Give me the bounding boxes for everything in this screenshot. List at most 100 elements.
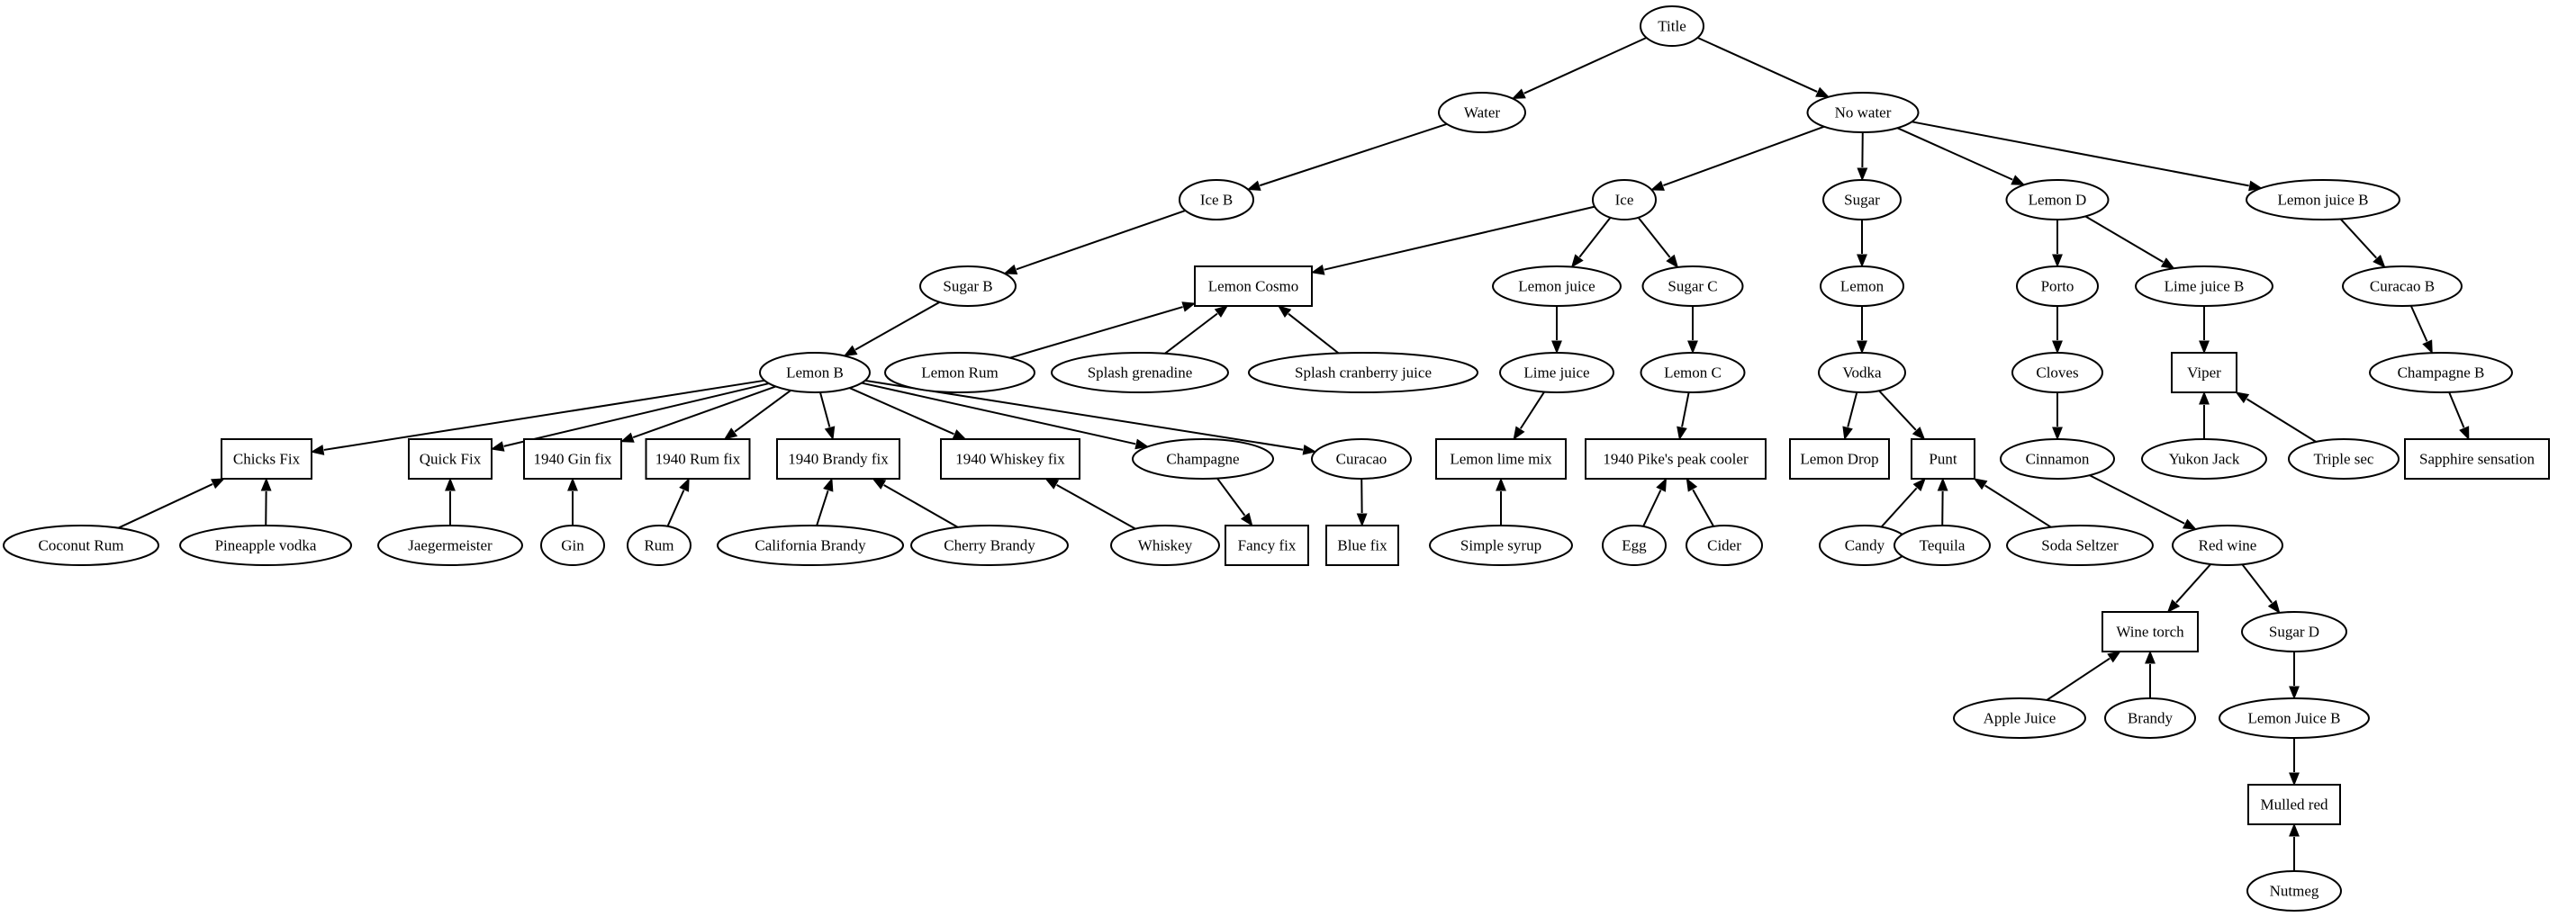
arrow-head-icon xyxy=(1815,86,1830,98)
node-label: Lemon Rum xyxy=(921,364,998,382)
arrow-head-icon xyxy=(843,345,858,357)
edge-line xyxy=(816,490,829,526)
node-label: Sugar B xyxy=(943,278,992,295)
arrow-head-icon xyxy=(2052,340,2063,355)
node-label: Coconut Rum xyxy=(39,537,124,554)
arrow-head-icon xyxy=(1551,340,1562,355)
edge-whiskey-to-whiskey_fix xyxy=(1044,478,1136,530)
node-label: Mulled red xyxy=(2260,796,2328,814)
node-label: Egg xyxy=(1622,537,1647,554)
node-ellipse xyxy=(1499,352,1614,393)
arrow-head-icon xyxy=(2459,426,2470,441)
arrow-head-icon xyxy=(1246,180,1261,191)
node-box xyxy=(645,438,751,480)
node-box xyxy=(2171,352,2237,393)
arrow-head-icon xyxy=(2052,254,2063,268)
node-box xyxy=(2404,438,2550,480)
edge-ice-to-lemon_juice xyxy=(1570,217,1612,268)
edge-line xyxy=(2339,218,2377,259)
edge-line xyxy=(1642,490,1662,527)
edge-line xyxy=(1681,391,1690,427)
edge-line xyxy=(854,301,941,351)
node-box xyxy=(940,438,1080,480)
node-ice: Ice xyxy=(1592,179,1657,220)
arrow-head-icon xyxy=(490,441,505,452)
node-ellipse xyxy=(1179,179,1254,220)
node-porto: Porto xyxy=(2016,265,2099,307)
node-ellipse xyxy=(377,525,523,566)
node-ellipse xyxy=(2369,352,2513,393)
node-ellipse xyxy=(1820,265,1904,307)
node-label: Simple syrup xyxy=(1460,537,1541,554)
edge-gin-to-gin_fix xyxy=(567,477,578,526)
arrow-head-icon xyxy=(2267,599,2281,614)
arrow-head-icon xyxy=(1356,513,1368,527)
arrow-head-icon xyxy=(2248,180,2263,192)
node-ellipse xyxy=(2342,265,2463,307)
arrow-head-icon xyxy=(1511,88,1526,100)
node-ellipse xyxy=(179,525,352,566)
node-label: Viper xyxy=(2187,364,2221,382)
node-lemon-juice: Lemon juice xyxy=(1492,265,1622,307)
node-soda-seltzer: Soda Seltzer xyxy=(2006,525,2154,566)
node-title: Title xyxy=(1640,5,1704,47)
node-label: Brandy xyxy=(2128,710,2174,727)
arrow-head-icon xyxy=(445,477,456,491)
edge-sugar-to-lemon xyxy=(1857,220,1867,268)
arrow-head-icon xyxy=(2289,686,2300,700)
node-ellipse xyxy=(627,525,691,566)
arrow-head-icon xyxy=(1277,305,1292,319)
edge-line xyxy=(1519,391,1545,429)
edge-egg-to-pikes_peak xyxy=(1642,477,1668,527)
node-ice-b: Ice B xyxy=(1179,179,1254,220)
node-label: Wine torch xyxy=(2116,624,2184,641)
node-ellipse xyxy=(2219,697,2370,739)
edge-line xyxy=(632,385,776,438)
node-lemon-b: Lemon B xyxy=(759,352,871,393)
node-ellipse xyxy=(1132,438,1274,480)
node-label: Ice xyxy=(1615,192,1634,209)
edge-lemon_b-to-champagne xyxy=(861,382,1150,450)
node-ellipse xyxy=(1438,92,1526,133)
edge-lemon_b-to-rum_fix xyxy=(723,389,791,440)
node-champagne-b: Champagne B xyxy=(2369,352,2513,393)
edge-line xyxy=(1880,487,1918,528)
arrow-head-icon xyxy=(310,445,325,455)
edge-curacao-to-blue_fix xyxy=(1356,478,1368,527)
edge-lemon_d-to-porto xyxy=(2052,220,2063,268)
node-box xyxy=(776,438,900,480)
node-ellipse xyxy=(1806,92,1920,133)
node-box xyxy=(523,438,622,480)
edge-vodka-to-punt xyxy=(1878,390,1926,440)
node-label: Lemon Juice B xyxy=(2248,710,2341,727)
node-sugar-c: Sugar C xyxy=(1641,265,1744,307)
node-ellipse xyxy=(1110,525,1220,566)
arrow-head-icon xyxy=(2235,391,2250,404)
edge-lemon_juice-to-lime_juice xyxy=(1551,306,1562,355)
node-rum-fix: 1940 Rum fix xyxy=(645,438,751,480)
edge-line xyxy=(1259,122,1448,187)
node-pineapple-vodka: Pineapple vodka xyxy=(179,525,352,566)
node-egg: Egg xyxy=(1602,525,1667,566)
arrow-head-icon xyxy=(1044,478,1060,490)
arrow-head-icon xyxy=(2373,255,2386,268)
edge-line xyxy=(1056,483,1136,530)
node-ellipse xyxy=(910,525,1069,566)
edge-line xyxy=(503,382,770,447)
node-ellipse xyxy=(1051,352,1229,393)
node-curacao: Curacao xyxy=(1311,438,1412,480)
node-pikes-peak: 1940 Pike's peak cooler xyxy=(1585,438,1767,480)
edge-line xyxy=(1984,484,2052,528)
arrow-head-icon xyxy=(2199,391,2210,405)
edge-lemon_b-to-gin_fix xyxy=(619,385,776,443)
edge-sugar_b-to-lemon_b xyxy=(843,301,941,357)
edge-yukon_jack-to-viper xyxy=(2199,391,2210,439)
node-fancy-fix: Fancy fix xyxy=(1225,525,1309,566)
edge-california_brandy-to-brandy_fix xyxy=(816,477,834,526)
node-ellipse xyxy=(2135,265,2273,307)
node-apple-juice: Apple Juice xyxy=(1953,697,2086,739)
node-ellipse xyxy=(1818,352,1906,393)
node-label: Chicks Fix xyxy=(233,451,301,468)
arrow-head-icon xyxy=(1937,477,1948,491)
